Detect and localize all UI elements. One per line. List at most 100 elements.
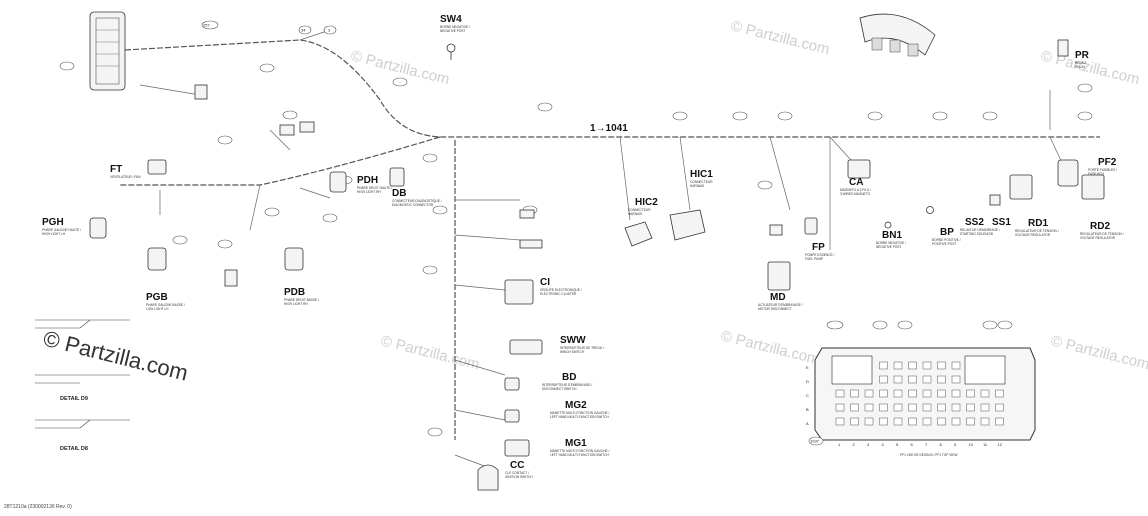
- fusebox-row-label: E: [806, 365, 809, 370]
- connector-rd1[interactable]: RD1 REGULATEUR DE TENSION / VOLTAGE REGU…: [1009, 174, 1059, 237]
- connector-sw4[interactable]: SW4 BORNE NEGATIVE / NEGATIVE POST: [440, 14, 470, 60]
- fuse-slot: [835, 389, 845, 398]
- fuse-slot: [937, 389, 946, 398]
- connector-id: BN1: [882, 230, 902, 241]
- fuse-slot: [908, 417, 917, 426]
- fuse-slot: [893, 417, 903, 426]
- fuse-slot: [893, 403, 903, 412]
- connector-desc: HARNAIS: [628, 212, 642, 216]
- detail-d9-label: DETAIL D9: [60, 396, 88, 402]
- fusebox-col-label: 5: [896, 442, 899, 447]
- connector-desc: LEFT HAND MULTI-FUNCTION SWITCH: [550, 453, 610, 457]
- connector-desc: POMPE ESSENCE /: [805, 253, 835, 257]
- connector-id: PGH: [42, 217, 64, 228]
- connector-fp[interactable]: FP POMPE ESSENCE / FUEL PUMP: [804, 217, 835, 261]
- fusebox-row-label: A: [806, 421, 809, 426]
- connector-bd[interactable]: BD INTERRUPTEUR D'EMBRAYAGE / DISCONNECT…: [504, 372, 592, 391]
- connector-md[interactable]: MD ACTUATEUR D'EMBRAYAGE / MOTOR DISCONN…: [758, 261, 803, 311]
- connector-desc: INTERRUPTEUR D'EMBRAYAGE /: [542, 383, 592, 387]
- fuse-slot: [995, 417, 1004, 426]
- fuse-slot: [922, 361, 932, 370]
- connector-desc: PHARE DROIT HAUTE /: [357, 186, 392, 190]
- connector-pdb[interactable]: PDB PHARE DROIT BASSE / HIGH LIGHT RH: [284, 247, 319, 306]
- connector-desc: POSITIVE POST: [932, 242, 956, 246]
- connector-pf2[interactable]: PF2 PORTE FUSIBLES / FUSE BOX: [1057, 157, 1117, 187]
- watermark: © Partzilla.com: [379, 332, 481, 373]
- connector-id: CI: [540, 277, 550, 288]
- fuse-slot: [850, 389, 859, 398]
- connector-hic1[interactable]: HIC1 CONNECTEUR HARNAIS: [669, 169, 713, 241]
- connector-hic2[interactable]: HIC2 CONNECTEUR HARNAIS: [624, 197, 658, 247]
- fuse-slot: [893, 375, 903, 384]
- connector-ca[interactable]: CA MAGNETO A 3 FILS / 3 WIRES MAGNETO: [840, 159, 871, 196]
- connector-desc: CONNECTEUR DIAGNOSTIQUE /: [392, 199, 442, 203]
- connector-desc: LEFT HAND MULTI-FUNCTION SWITCH: [550, 415, 610, 419]
- connector-desc: NEGATIVE POST: [440, 29, 465, 33]
- connector-desc: GROUPE ELECTRONIQUE /: [540, 288, 582, 292]
- fuse-slot: [937, 361, 946, 370]
- connector-ft[interactable]: FT VENTILATEUR / FAN: [110, 159, 167, 179]
- connector-id: SS1: [992, 217, 1011, 228]
- callout-number: 257: [203, 23, 210, 28]
- fusebox-caption: PF1 VUE DE DESSUS / PF1 TOP VIEW: [900, 453, 957, 457]
- detail-d8-label: DETAIL D8: [60, 446, 88, 452]
- fusebox-col-label: 7: [925, 442, 928, 447]
- connector-id: CC: [510, 460, 524, 471]
- watermark: © Partzilla.com: [1039, 47, 1141, 88]
- connector-id: PR: [1075, 50, 1090, 61]
- watermark-overlay: © Partzilla.com: [41, 326, 191, 386]
- connector-desc: INTERRUPTEUR DE TREUIL /: [560, 346, 604, 350]
- connector-ss2[interactable]: SS2 RELAIS DE DEMARRAGE / STARTING SOLEN…: [960, 217, 1000, 236]
- fuse-slot: [835, 403, 845, 412]
- connector-sww[interactable]: SWW INTERRUPTEUR DE TREUIL / WINCH SWITC…: [509, 335, 604, 355]
- connector-desc: NEGATIVE POST: [876, 245, 901, 249]
- fusebox-row-label: C: [806, 393, 809, 398]
- connector-desc: VOLTAGE REGULATOR: [1080, 236, 1116, 240]
- fuse-slot: [908, 361, 917, 370]
- fuse-slot: [995, 389, 1004, 398]
- connector-mg1[interactable]: MG1 MANETTE MULTI-FONCTION GAUCHE / LEFT…: [504, 438, 610, 457]
- connector-desc: VOLTAGE REGULATOR: [1015, 233, 1051, 237]
- connector-ss1[interactable]: SS1: [992, 217, 1011, 228]
- connector-desc: MAGNETO A 3 FILS /: [840, 188, 871, 192]
- fusebox-pf1-small: [59, 11, 126, 91]
- fusebox-col-label: 9: [954, 442, 957, 447]
- connector-db[interactable]: DB CONNECTEUR DIAGNOSTIQUE / DIAGNOSTIC …: [389, 167, 442, 207]
- fuse-slot: [951, 361, 961, 370]
- connector-id: PGB: [146, 292, 168, 303]
- connector-desc: BORNE NEGATIVE /: [876, 241, 906, 245]
- watermark: © Partzilla.com: [729, 17, 831, 58]
- connector-pdh[interactable]: PDH PHARE DROIT HAUTE / HIGH LIGHT RH: [329, 171, 392, 194]
- connector-cc[interactable]: CC CLE CONTACT / IGNITION SWITCH: [477, 460, 533, 491]
- callout-number: 34: [301, 28, 306, 33]
- connector-id: PDH: [357, 175, 378, 186]
- connector-mg2[interactable]: MG2 MANETTE MULTI-FONCTION GAUCHE / LEFT…: [504, 400, 610, 423]
- fuse-slot: [937, 375, 946, 384]
- fusebox-col-label: 6: [911, 442, 914, 447]
- connector-pgh[interactable]: PGH PHARE GAUCHE HAUTE / HIGH LIGHT LH: [42, 217, 107, 239]
- connector-desc: MANETTE MULTI-FONCTION GAUCHE /: [550, 449, 610, 453]
- connector-desc: DISCONNECT SWITCH: [542, 387, 577, 391]
- fuse-slot: [908, 403, 917, 412]
- connector-id: BD: [562, 372, 576, 383]
- callout-number: 1037: [810, 439, 820, 444]
- connector-desc: RELAIS: [1075, 61, 1086, 65]
- connector-bn1[interactable]: BN1 BORNE NEGATIVE / NEGATIVE POST: [876, 221, 906, 249]
- connector-id: PDB: [284, 287, 305, 298]
- connector-desc: VENTILATEUR / FAN: [110, 175, 141, 179]
- connector-bp[interactable]: BP BORNE POSITIVE / POSITIVE POST: [926, 206, 961, 247]
- connector-pgb[interactable]: PGB PHARE GAUCHE BASSE / LOW LIGHT LH: [146, 247, 185, 311]
- connector-desc: HIGH LIGHT RH: [284, 302, 308, 306]
- connector-id: MG1: [565, 438, 587, 449]
- connector-desc: CLE CONTACT /: [505, 471, 529, 475]
- fusebox-col-label: 4: [882, 442, 885, 447]
- connector-ci[interactable]: CI GROUPE ELECTRONIQUE / ELECTRONIC CLUS…: [504, 277, 582, 305]
- connector-rd2[interactable]: RD2 REGULATEUR DE TENSION / VOLTAGE REGU…: [1080, 174, 1124, 240]
- connector-desc: MANETTE MULTI-FONCTION GAUCHE /: [550, 411, 610, 415]
- fuse-slot: [980, 403, 990, 412]
- connector-pr[interactable]: PR RELAIS RELAY: [1057, 39, 1090, 69]
- connector-desc: PHARE GAUCHE BASSE /: [146, 303, 185, 307]
- fuse-slot: [879, 417, 888, 426]
- fuse-slot: [995, 403, 1004, 412]
